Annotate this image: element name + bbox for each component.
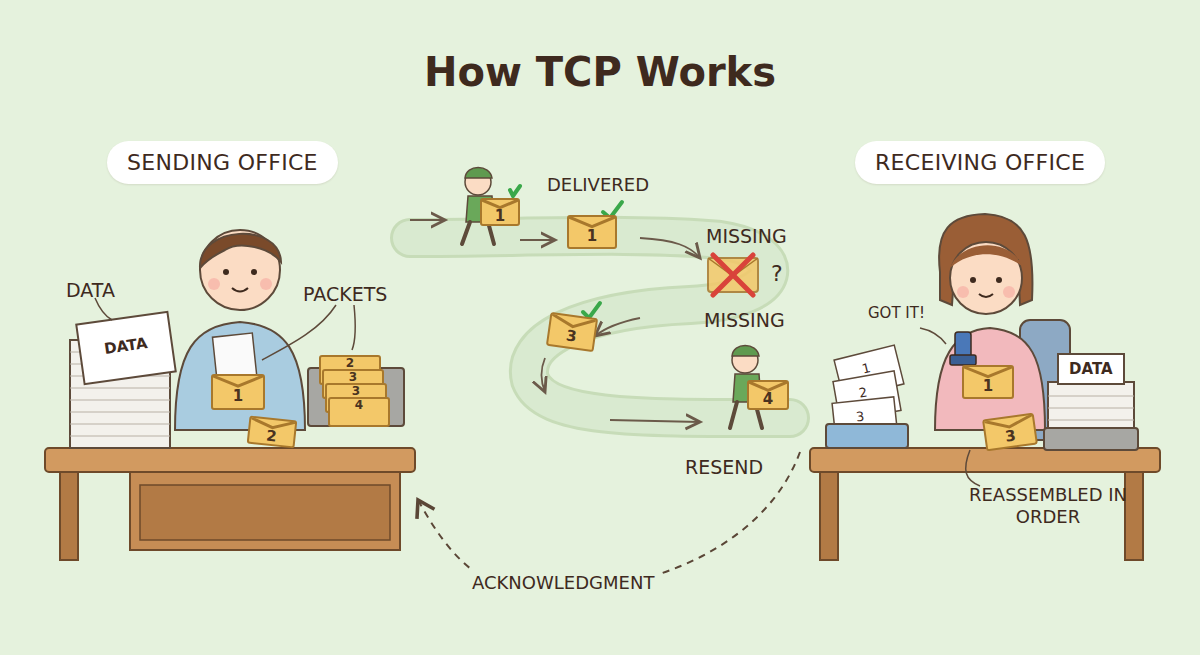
road xyxy=(410,220,790,422)
packet-envelope: 1 xyxy=(480,198,520,226)
edge-label: ACKNOWLEDGMENT xyxy=(466,570,660,595)
courier xyxy=(462,168,520,245)
receiving-desk xyxy=(810,448,1160,560)
data-stack xyxy=(1044,354,1138,450)
sending-clerk xyxy=(175,230,305,430)
callout-label: DATA xyxy=(66,279,115,301)
callout-label: PACKETS xyxy=(303,283,387,305)
packet-envelope: 2 xyxy=(247,416,298,449)
packet-envelope: 1 xyxy=(962,365,1014,399)
office-label: RECEIVING OFFICE xyxy=(855,141,1105,184)
packet-envelope: 3 xyxy=(546,312,598,352)
packet-number: 4 xyxy=(763,382,773,408)
status-label: MISSING xyxy=(706,225,787,247)
question-mark: ? xyxy=(771,261,783,286)
packet-number: 2 xyxy=(265,419,278,446)
packet-number: 1 xyxy=(495,199,505,225)
packet-envelope: 1 xyxy=(211,374,265,410)
packet-number: 1 xyxy=(233,379,243,405)
packet-envelope: 3 xyxy=(982,413,1038,452)
paper-label: DATA xyxy=(1069,360,1113,378)
packet-number: 4 xyxy=(355,399,363,412)
leader-line xyxy=(920,328,946,344)
status-label: MISSING xyxy=(704,309,785,331)
paper-number: 3 xyxy=(855,409,865,425)
speech-label: GOT IT! xyxy=(868,304,925,322)
sorted-papers xyxy=(826,345,908,448)
office-name: SENDING OFFICE xyxy=(127,150,318,175)
office-name: RECEIVING OFFICE xyxy=(875,150,1085,175)
packet-number: 3 xyxy=(565,318,579,345)
packet-envelope: 4 xyxy=(328,397,390,427)
callout-label: REASSEMBLED IN ORDER xyxy=(958,484,1138,527)
leader-line xyxy=(966,450,980,486)
missing-envelope xyxy=(708,255,758,295)
diagram-title: How TCP Works xyxy=(424,49,776,95)
packet-envelope: 1 xyxy=(567,215,617,249)
status-label: DELIVERED xyxy=(547,174,649,195)
status-label: RESEND xyxy=(685,456,763,478)
packet-number: 1 xyxy=(983,369,993,395)
packet-number: 1 xyxy=(587,219,597,245)
sending-desk xyxy=(45,448,415,560)
office-label: SENDING OFFICE xyxy=(107,141,338,184)
packet-envelope: 4 xyxy=(747,380,789,410)
packet-tray xyxy=(308,368,404,426)
